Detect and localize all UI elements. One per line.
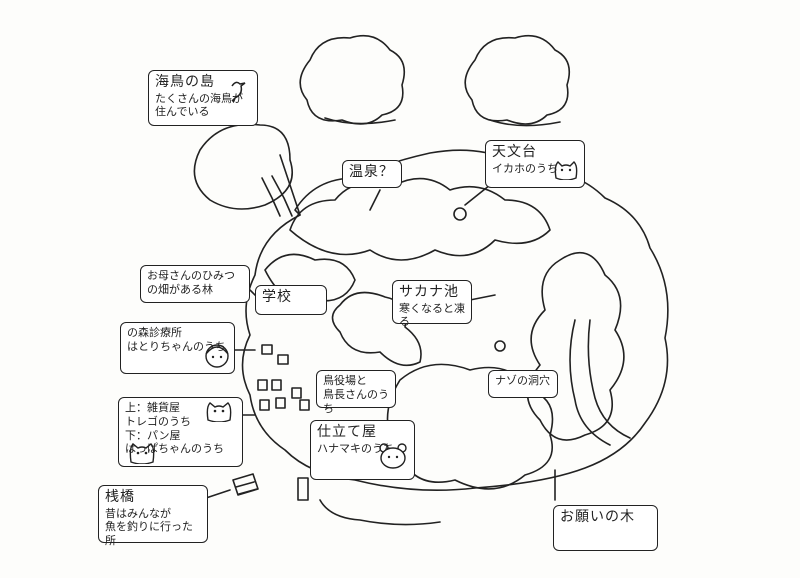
- general-store-subtitle: トレゴのうち: [125, 414, 191, 428]
- general-store-subtitle2: 下：パン屋: [125, 428, 181, 442]
- cat-face-store-icon: [206, 402, 232, 422]
- bear-face-icon: [379, 443, 407, 469]
- pier-title: 桟橋: [105, 489, 135, 505]
- cloud-tree-left: [299, 34, 406, 125]
- clinic-title: の森診療所: [127, 326, 182, 339]
- label-hot-spring: 温泉？: [342, 160, 402, 188]
- seagull-island-title: 海鳥の島: [155, 74, 215, 90]
- tailor-subtitle: ハナマキのうち: [317, 441, 394, 455]
- school-title: 学校: [262, 289, 292, 305]
- label-general-store: 上：雑貨屋 トレゴのうち 下：パン屋 はっぱちゃんのうち: [118, 397, 243, 467]
- bird-icon: [231, 81, 246, 102]
- general-store-title: 上：雑貨屋: [125, 401, 180, 414]
- label-mayor: 鳥役場と 鳥長さんのうち: [316, 370, 396, 415]
- girl-face-icon: [205, 344, 229, 368]
- mom-tree-title: お母さんのひみつの畑がある林: [147, 269, 235, 296]
- pier-subtitle: 昔はみんなが: [105, 506, 171, 520]
- observatory-subtitle: イカホのうち: [492, 161, 558, 175]
- label-pier: 桟橋 昔はみんなが 魚を釣りに行った所: [98, 485, 208, 547]
- cat-face-icon: [554, 161, 578, 180]
- island-outline: [241, 149, 669, 492]
- label-clinic: の森診療所 はとりちゃんのうち: [120, 322, 235, 374]
- mystery-cave-title: ナゾの洞穴: [495, 374, 550, 387]
- label-mom-tree: お母さんのひみつの畑がある林: [140, 265, 250, 303]
- tailor-title: 仕立て屋: [317, 424, 377, 440]
- forest-right: [526, 251, 625, 441]
- seagull-island: [193, 123, 293, 210]
- mayor-subtitle: 鳥長さんのうち: [323, 387, 389, 415]
- label-observatory: 天文台 イカホのうち: [485, 140, 585, 188]
- pier-subtitle2: 魚を釣りに行った所: [105, 520, 193, 547]
- label-fish-pond: サカナ池 寒くなると凍る: [392, 280, 472, 328]
- label-mystery-cave: ナゾの洞穴: [488, 370, 558, 398]
- wish-tree-title: お願いの木: [560, 509, 635, 525]
- label-seagull-island: 海鳥の島 たくさんの海鳥が住んでいる: [148, 70, 258, 126]
- seagull-island-subtitle: たくさんの海鳥が住んでいる: [155, 91, 243, 119]
- forest-top: [289, 177, 551, 261]
- label-wish-tree: お願いの木: [553, 505, 658, 551]
- cat-face-bakery-icon: [129, 443, 155, 464]
- river: [569, 319, 631, 446]
- fish-pond-subtitle: 寒くなると凍る: [399, 301, 465, 329]
- mayor-title: 鳥役場と: [323, 374, 367, 387]
- label-school: 学校: [255, 285, 327, 315]
- hot-spring-title: 温泉？: [349, 164, 394, 180]
- clinic-subtitle: はとりちゃんのうち: [127, 339, 226, 353]
- fish-pond-title: サカナ池: [399, 284, 459, 300]
- observatory-title: 天文台: [492, 144, 537, 160]
- fish-pond-shape: [331, 291, 422, 367]
- cloud-tree-right: [464, 34, 571, 125]
